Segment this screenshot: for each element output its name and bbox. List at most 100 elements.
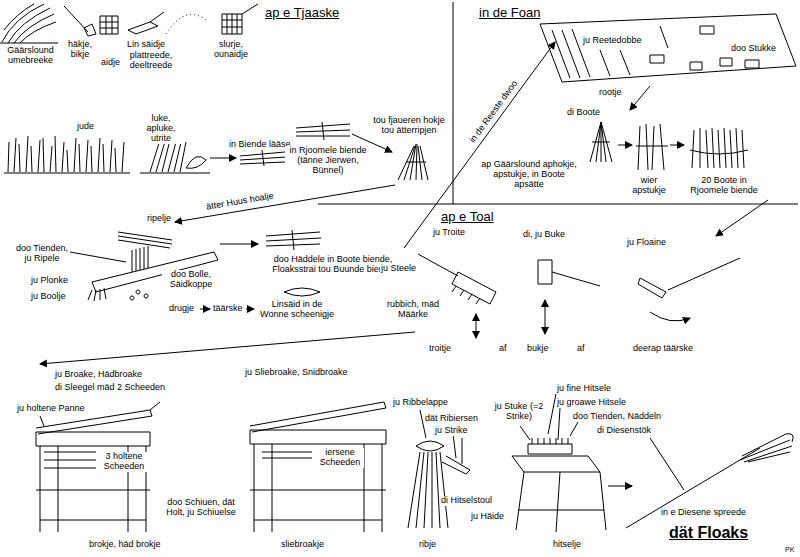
arrow-label: ätter Huus hoalje [205,191,276,212]
arrow [618,145,632,146]
part-label: ju holtene Panne [16,404,86,414]
step-label: Lin säidje [126,40,166,50]
step-label: troitje [428,344,452,354]
step-label: drugje [168,304,195,314]
step-label: bukje [526,344,550,354]
stook-sketch [398,144,428,180]
arrow [630,86,650,110]
step-label: af [576,344,586,354]
part-label: di Boote [566,108,601,118]
part-label: ju Häide [470,512,505,522]
threshing-roller [418,254,496,304]
arrow [40,332,415,364]
section-heading: ap e Toal [440,210,495,224]
sheaf-sketch [590,122,612,162]
part-label: ju Boolje [30,292,67,302]
part-label: ju Steele [380,264,417,274]
tool-label: ju Broake, Hädbroake [54,370,143,380]
arrow [210,158,236,159]
step-label: rootje [598,88,623,98]
leader-line [40,416,44,426]
step-label: slurje, ounaidje [208,40,254,60]
part-label: ju fine Hitsele [556,384,612,394]
bundle-sketch [690,128,748,168]
brush-sketch [88,288,106,301]
bundle-sketch [296,122,350,140]
hoe-sketch [64,6,96,36]
part-label: doo Bolle, Säidkoppe [162,270,220,290]
step-label: Linsäid in de Wonne scheenigje [256,300,338,320]
hackle-stool [512,438,606,532]
part-label: di Sleegel mäd 2 Scheeden [54,383,166,393]
part-label: ju Ribbelappe [392,398,449,408]
arrow-label: in de Reeste dwoo [467,78,520,146]
bundle-sketch [266,230,321,250]
part-label: di Diesenstök [596,426,652,436]
step-label: in Rjoomele biende (tänne Jierwen, Bünne… [285,146,371,176]
step-label: Gäärslound umebreeke [2,46,59,66]
step-label: ap Gäärslound aphokje, apstukje, in Boot… [478,160,580,190]
section-heading: in de Foan [478,6,541,20]
harrow-sketch [222,4,258,34]
tool-label: ju Floaine [626,238,667,248]
step-label: brokje, häd brokje [88,540,162,550]
part-label: dät Ribiersen [424,414,479,424]
part-label: ju Strike [434,426,469,436]
tool-label: plattreede, deeltreede [124,51,178,71]
step-label: täärske [212,304,244,314]
sheaf-sketch [636,124,668,170]
part-label: doo Tienden, ju Ripele [14,244,70,264]
arrow [476,314,477,338]
part-label: 3 holtene Scheeden [100,452,148,472]
step-label: jude [76,122,95,132]
step-label: tou fjaueren hokje tou ätterripjen [366,116,452,136]
tool-label: häkje, bikje [62,40,98,60]
mallet-sketch [538,260,600,286]
step-label: hitselje [552,540,582,550]
arrow [175,185,395,222]
part-label: doo Schiuen, dät Holt, ju Schiuelse [158,498,244,518]
arrow [545,300,546,334]
part-label: doo Tienden, Näddeln [572,412,662,422]
arrow [200,309,210,310]
arrow [246,309,254,310]
part-label: ju Reetedobbe [582,36,643,46]
step-label: 20 Boote in Rjoomele biende [684,176,764,196]
part-label: di Hitselstoul [440,496,493,506]
step-label: ripelje [146,214,172,224]
harrow-sketch [100,16,118,34]
arrow [716,200,768,236]
part-label: doo Stukke [730,44,777,54]
brake-frame [36,402,160,532]
step-label: in Biende lääse [228,140,292,150]
scutching-sketch [408,441,470,528]
field-sketch [0,4,58,43]
part-label: ju Plonke [30,276,69,286]
arrow [650,312,690,321]
arrow [670,145,684,146]
step-label: af [498,344,508,354]
lying-bundle [240,150,286,166]
seed-heads [130,290,148,300]
step-label: ribje [418,540,437,550]
retting-pit [540,14,796,82]
section-heading: ap e Tjaaske [264,6,340,20]
distaff-sketch [626,434,793,528]
leader-line [70,252,126,262]
sowing-tool-sketch [128,12,164,34]
tool-label: di, ju Buke [522,230,566,240]
section-divider [318,2,798,204]
step-label: sliebroakje [280,540,325,550]
arrow [608,486,632,487]
flail-sketch [638,258,740,298]
step-label: in e Diesene spreede [660,508,747,518]
diagram-title: dät Floaks [668,524,749,542]
part-label: rubbich, mäd Määrke [384,300,442,320]
step-label: aidje [100,58,121,68]
step-label: deerap täärske [632,344,694,354]
brake-frame [250,402,386,532]
step-label: luke, apluke, utrite [138,114,184,144]
part-label: ju groawe Hitsele [556,398,627,408]
